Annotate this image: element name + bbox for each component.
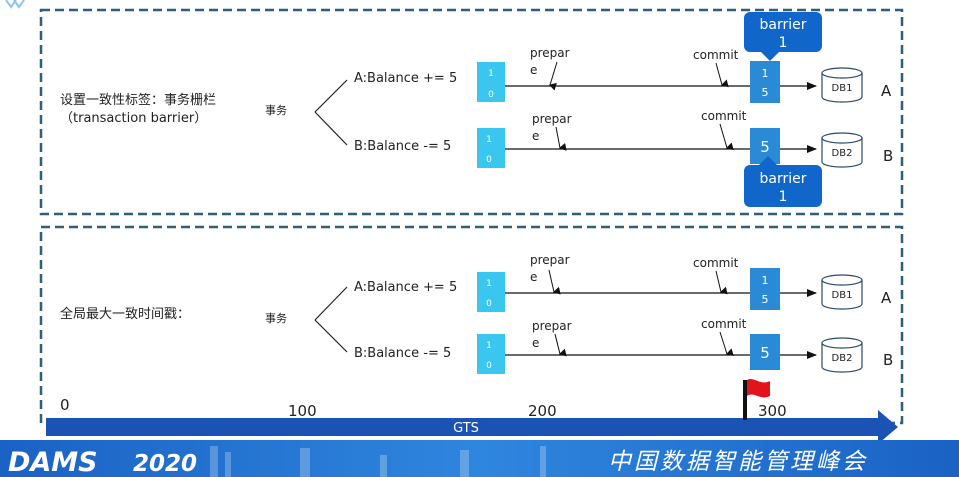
section2-db1-icon (821, 274, 863, 310)
barrier-callout-top (744, 12, 822, 61)
section1-fork-up (314, 79, 348, 113)
section2-letter-b: B (883, 351, 893, 369)
footer-year: 2020 (133, 451, 197, 477)
section2-frame (39, 225, 904, 425)
section1-row-a-commit: commit (693, 48, 739, 62)
section2-row-a-end-block (750, 268, 780, 310)
section1-db2-icon (821, 132, 863, 168)
axis-tick-200: 200 (528, 402, 557, 420)
section1-row-a-prepare: prepar (530, 46, 570, 60)
axis-tick-100: 100 (288, 402, 317, 420)
corner-decoration-icon (5, 0, 25, 9)
section2-row-b-commit-arrow (719, 331, 734, 356)
section2-db2-label: DB2 (832, 353, 853, 364)
section2-row-b-commit: commit (701, 317, 747, 331)
footer-skyline-decoration (210, 446, 546, 477)
section2-row-a-start-digit2: 0 (486, 299, 492, 309)
section2-label: 全局最大一致时间戳： (60, 306, 190, 322)
section2-row-b-prepare-arrow (554, 333, 567, 357)
section2-db2-icon (821, 337, 863, 373)
section2-row-a-op: A:Balance += 5 (354, 280, 457, 295)
section2-row-a-prepare: prepar (530, 253, 570, 267)
section2-row-a-end-digit2: 5 (762, 293, 769, 306)
section1-fork-down (314, 111, 348, 146)
footer-logo: DAMS (8, 447, 98, 477)
section1-letter-a: A (881, 82, 892, 100)
section2-row-b-op: B:Balance -= 5 (354, 346, 451, 361)
section2-row-a-start-block (477, 272, 505, 312)
section1-row-b-start-digit1: 1 (486, 135, 492, 145)
section2-fork-up (314, 286, 348, 321)
section2-txn-label: 事务 (265, 312, 287, 325)
section1-row-b-prepare-arrow (555, 126, 567, 151)
section2-row-a-prepare-arrow (548, 269, 561, 295)
section1-row-a-end-digit1: 1 (762, 67, 769, 80)
barrier-callout-bottom (744, 156, 822, 207)
section2-row-a-start-digit1: 1 (486, 279, 492, 289)
section2-row-b-start-digit2: 0 (486, 361, 492, 371)
axis-tick-0: 0 (60, 396, 70, 414)
section1-row-a-start-block (477, 62, 505, 102)
barrier-top-line1: barrier (760, 17, 807, 33)
section1-db1-label: DB1 (832, 83, 853, 94)
axis-tick-300: 300 (758, 402, 787, 420)
section2-row-b-prepare: prepar (532, 319, 572, 333)
section1-row-b-commit-arrow (719, 123, 734, 151)
section2-fork-down (314, 319, 348, 353)
section1-row-a-start-digit1: 1 (488, 69, 494, 79)
section1-row-b-start-digit2: 0 (486, 155, 492, 165)
section2-row-b-prepare-tail: e (532, 336, 539, 350)
section2-db1-label: DB1 (832, 290, 853, 301)
section1-db1-icon (821, 67, 863, 103)
section1-row-a-op: A:Balance += 5 (354, 71, 457, 86)
section1-label-line1: 设置一致性标签：事务栅栏 (60, 92, 216, 108)
section1-label-line2: （transaction barrier） (60, 111, 207, 126)
section1-row-a-commit-arrow (715, 62, 729, 88)
section2-row-b-start-digit1: 1 (486, 341, 492, 351)
gts-axis-arrow (46, 410, 898, 444)
section1-txn-label: 事务 (265, 104, 287, 117)
flag-icon (743, 379, 770, 420)
section2-row-b-start-block (477, 334, 505, 374)
section1-row-a-end-block (750, 61, 780, 103)
section1-row-a-prepare-arrow (549, 61, 558, 91)
footer-bar (0, 440, 959, 477)
section1-row-b-prepare-tail: e (532, 129, 539, 143)
barrier-bottom-line2: 1 (779, 189, 788, 205)
section2-row-a-end-digit1: 1 (762, 274, 769, 287)
section1-row-b-end-value: 5 (760, 138, 770, 156)
section1-db2-label: DB2 (832, 148, 853, 159)
section2-row-a-commit: commit (693, 256, 739, 270)
section2-row-a-prepare-tail: e (530, 270, 537, 284)
section2-row-b-end-block (750, 334, 780, 370)
footer-slogan: 中国数据智能管理峰会 (608, 449, 868, 475)
section1-row-b-end-block (750, 128, 780, 164)
section1-row-a-start-digit2: 0 (488, 90, 494, 100)
section2-letter-a: A (881, 289, 892, 307)
section2-row-a-commit-arrow (715, 270, 728, 295)
barrier-bottom-line1: barrier (760, 171, 807, 187)
section1-row-b-commit: commit (701, 109, 747, 123)
section2-row-b-end-value: 5 (760, 344, 770, 362)
section1-row-a-prepare-tail: e (530, 63, 537, 77)
section1-row-b-start-block (477, 128, 505, 168)
section1-row-b-op: B:Balance -= 5 (354, 139, 451, 154)
section1-row-b-prepare: prepar (532, 112, 572, 126)
gts-axis-label: GTS (453, 421, 479, 436)
section1-letter-b: B (883, 147, 893, 165)
section1-row-a-end-digit2: 5 (762, 86, 769, 99)
barrier-top-line2: 1 (779, 35, 788, 51)
